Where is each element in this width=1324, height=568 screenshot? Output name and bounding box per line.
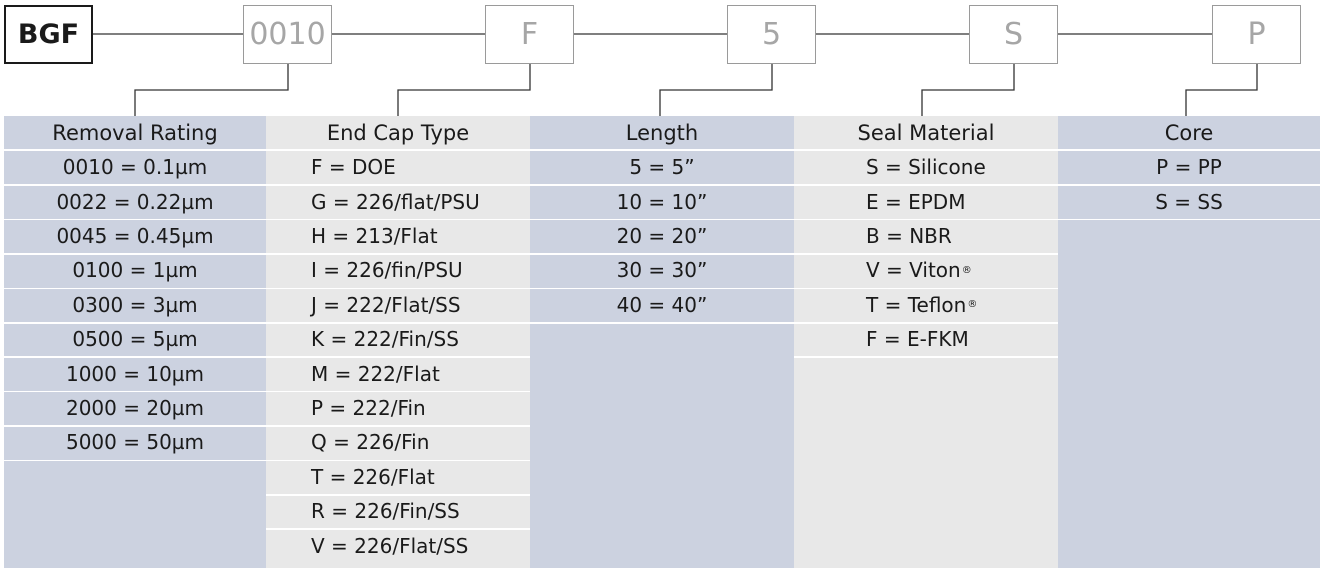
list-item: I = 226/fin/PSU	[311, 258, 463, 283]
core-code-box: P	[1212, 5, 1301, 64]
list-item: V = Viton®	[866, 258, 972, 283]
list-item: S = SS	[1155, 189, 1223, 214]
list-item: F = DOE	[311, 155, 396, 180]
list-item: 30 = 30”	[616, 258, 708, 283]
list-item: P = PP	[1156, 155, 1222, 180]
registered-mark: ®	[967, 299, 978, 311]
list-item: B = NBR	[866, 223, 952, 248]
list-item: 0022 = 0.22µm	[56, 189, 214, 214]
list-item: J = 222/Flat/SS	[311, 292, 461, 317]
list-item: 0010 = 0.1µm	[62, 155, 208, 180]
removal-rating-header: Removal Rating	[52, 121, 218, 145]
list-item: 10 = 10”	[616, 189, 708, 214]
list-item: T = 226/Flat	[311, 464, 435, 489]
seal-material-column: Seal Material S = Silicone E = EPDM B = …	[794, 116, 1058, 568]
removal-rating-column: Removal Rating 0010 = 0.1µm 0022 = 0.22µ…	[4, 116, 266, 568]
list-item: T = Teflon®	[866, 292, 978, 317]
end-cap-type-header: End Cap Type	[326, 121, 470, 145]
list-item: P = 222/Fin	[311, 395, 426, 420]
list-item: 2000 = 20µm	[65, 395, 205, 420]
list-item: Q = 226/Fin	[311, 430, 430, 455]
list-item: 5000 = 50µm	[65, 430, 205, 455]
length-column: Length 5 = 5” 10 = 10” 20 = 20” 30 = 30”…	[530, 116, 794, 568]
list-item: V = 226/Flat/SS	[311, 533, 469, 558]
length-code-box: 5	[727, 5, 816, 64]
length-header: Length	[625, 121, 699, 145]
code-prefix-box: BGF	[4, 5, 93, 64]
list-item: F = E-FKM	[866, 327, 969, 352]
seal-material-code-box: S	[969, 5, 1058, 64]
list-item: K = 222/Fin/SS	[311, 327, 459, 352]
end-cap-type-column: End Cap Type F = DOE G = 226/flat/PSU H …	[266, 116, 530, 568]
list-item: G = 226/flat/PSU	[311, 189, 480, 214]
list-item: M = 222/Flat	[311, 361, 440, 386]
removal-rating-code-box: 0010	[243, 5, 332, 64]
code-connector-lines	[93, 33, 1258, 116]
list-item: R = 226/Fin/SS	[311, 499, 460, 524]
list-item: 0100 = 1µm	[72, 258, 198, 283]
list-item: 1000 = 10µm	[65, 361, 205, 386]
seal-material-header: Seal Material	[857, 121, 995, 145]
list-item: S = Silicone	[866, 155, 986, 180]
list-item: 0500 = 5µm	[72, 327, 198, 352]
list-item: 5 = 5”	[629, 155, 695, 180]
list-item: H = 213/Flat	[311, 223, 438, 248]
core-column: Core P = PP S = SS	[1058, 116, 1320, 568]
list-item: 0045 = 0.45µm	[56, 223, 214, 248]
end-cap-code-box: F	[485, 5, 574, 64]
list-item: E = EPDM	[866, 189, 966, 214]
list-item: 20 = 20”	[616, 223, 708, 248]
core-header: Core	[1164, 121, 1214, 145]
registered-mark: ®	[961, 264, 972, 276]
list-item: 40 = 40”	[616, 292, 708, 317]
list-item: 0300 = 3µm	[72, 292, 198, 317]
